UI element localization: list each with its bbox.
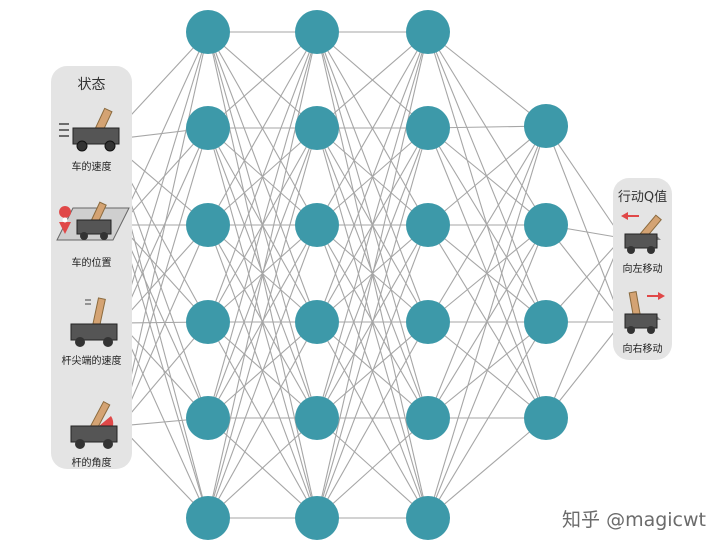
network-edge bbox=[207, 417, 318, 519]
network-node-l1-n3 bbox=[186, 203, 230, 247]
state-label-pole-angle: 杆的角度 bbox=[71, 458, 112, 469]
action-label-move-left: 向左移动 bbox=[622, 264, 663, 275]
network-edge bbox=[427, 321, 547, 519]
network-edge bbox=[119, 224, 209, 519]
network-edge bbox=[119, 322, 209, 519]
network-node-l3-n6 bbox=[406, 496, 450, 540]
watermark-text: 知乎 @magicwt bbox=[562, 509, 706, 531]
network-node-l4-n3 bbox=[524, 300, 568, 344]
state-label-cart-speed: 车的速度 bbox=[71, 162, 112, 173]
state-panel-title: 状态 bbox=[77, 77, 106, 93]
network-node-l4-n1 bbox=[524, 104, 568, 148]
network-edge bbox=[316, 127, 429, 519]
network-edge bbox=[119, 31, 209, 427]
network-node-l2-n4 bbox=[295, 300, 339, 344]
network-node-l1-n1 bbox=[186, 10, 230, 54]
network-edge bbox=[207, 31, 318, 226]
network-edge bbox=[207, 321, 318, 519]
network-node-l1-n4 bbox=[186, 300, 230, 344]
network-edge bbox=[427, 224, 547, 519]
state-label-cart-position: 车的位置 bbox=[71, 258, 112, 269]
network-edge bbox=[427, 31, 547, 127]
network-edge bbox=[119, 31, 209, 324]
network-edge bbox=[207, 31, 318, 519]
network-edge bbox=[427, 321, 547, 419]
network-node-l3-n1 bbox=[406, 10, 450, 54]
network-edge bbox=[207, 224, 318, 519]
network-edge bbox=[545, 237, 623, 419]
output-panel-title: 行动Q值 bbox=[617, 190, 668, 205]
output-panel: 行动Q值 向左移动 向右移动 bbox=[613, 178, 672, 360]
network-edge bbox=[316, 31, 429, 226]
network-edge bbox=[316, 321, 429, 519]
network-edge bbox=[119, 127, 209, 324]
network-node-l4-n4 bbox=[524, 396, 568, 440]
network-edge bbox=[316, 31, 429, 419]
action-label-move-right: 向右移动 bbox=[622, 344, 663, 355]
network-edge bbox=[119, 31, 209, 226]
network-edge bbox=[545, 125, 623, 323]
network-edge bbox=[427, 127, 547, 226]
network-node-l3-n2 bbox=[406, 106, 450, 150]
network-edge bbox=[207, 31, 318, 419]
network-edge bbox=[316, 31, 429, 519]
network-nodes bbox=[186, 10, 568, 540]
network-edge bbox=[119, 224, 209, 427]
network-edge bbox=[427, 125, 547, 419]
network-node-l1-n6 bbox=[186, 496, 230, 540]
network-edge bbox=[427, 125, 547, 519]
move-left-icon bbox=[621, 212, 662, 254]
state-panel: 状态 车的速度 车的位置 杆尖端的速度 杆的角度 bbox=[51, 66, 132, 469]
pole-angle-icon bbox=[70, 400, 118, 449]
state-label-pole-tip-speed: 杆尖端的速度 bbox=[61, 356, 122, 367]
network-edge bbox=[545, 125, 623, 239]
move-right-icon bbox=[624, 291, 665, 334]
network-edge bbox=[316, 224, 429, 519]
network-node-l3-n3 bbox=[406, 203, 450, 247]
network-edge bbox=[316, 31, 429, 323]
cart-position-icon bbox=[56, 201, 130, 241]
network-edge bbox=[316, 417, 429, 519]
network-edge bbox=[207, 31, 318, 323]
network-node-l2-n2 bbox=[295, 106, 339, 150]
network-edge bbox=[427, 417, 547, 519]
pole-tip-speed-icon bbox=[70, 297, 118, 347]
network-node-l2-n1 bbox=[295, 10, 339, 54]
network-edge bbox=[207, 31, 318, 129]
network-node-l2-n6 bbox=[295, 496, 339, 540]
network-edge bbox=[427, 125, 547, 226]
network-edge bbox=[427, 125, 547, 323]
network-edge bbox=[119, 321, 209, 427]
network-node-l1-n2 bbox=[186, 106, 230, 150]
network-edge bbox=[119, 127, 209, 427]
network-node-l2-n3 bbox=[295, 203, 339, 247]
network-edge bbox=[207, 127, 318, 519]
network-node-l2-n5 bbox=[295, 396, 339, 440]
network-edge bbox=[119, 224, 209, 419]
network-node-l1-n5 bbox=[186, 396, 230, 440]
network-edge bbox=[427, 224, 547, 323]
network-node-l3-n5 bbox=[406, 396, 450, 440]
network-node-l3-n4 bbox=[406, 300, 450, 344]
network-edge bbox=[316, 31, 429, 129]
cart-speed-icon bbox=[59, 107, 120, 152]
network-node-l4-n2 bbox=[524, 203, 568, 247]
